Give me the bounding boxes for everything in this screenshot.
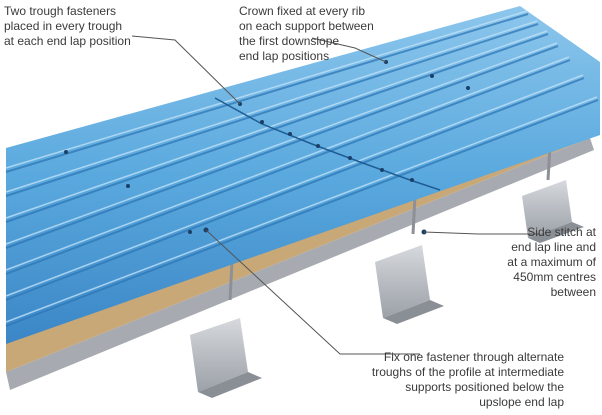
callout-fix-one-fastener: Fix one fastener through alternate troug… (372, 350, 564, 410)
callout-trough-fasteners: Two trough fasteners placed in every tro… (4, 4, 131, 49)
callout-crown-fixed: Crown fixed at every rib on each support… (239, 4, 374, 64)
callout-side-stitch: Side stitch at end lap line and at a max… (507, 225, 596, 300)
purlin (190, 318, 262, 398)
purlin (375, 245, 444, 324)
